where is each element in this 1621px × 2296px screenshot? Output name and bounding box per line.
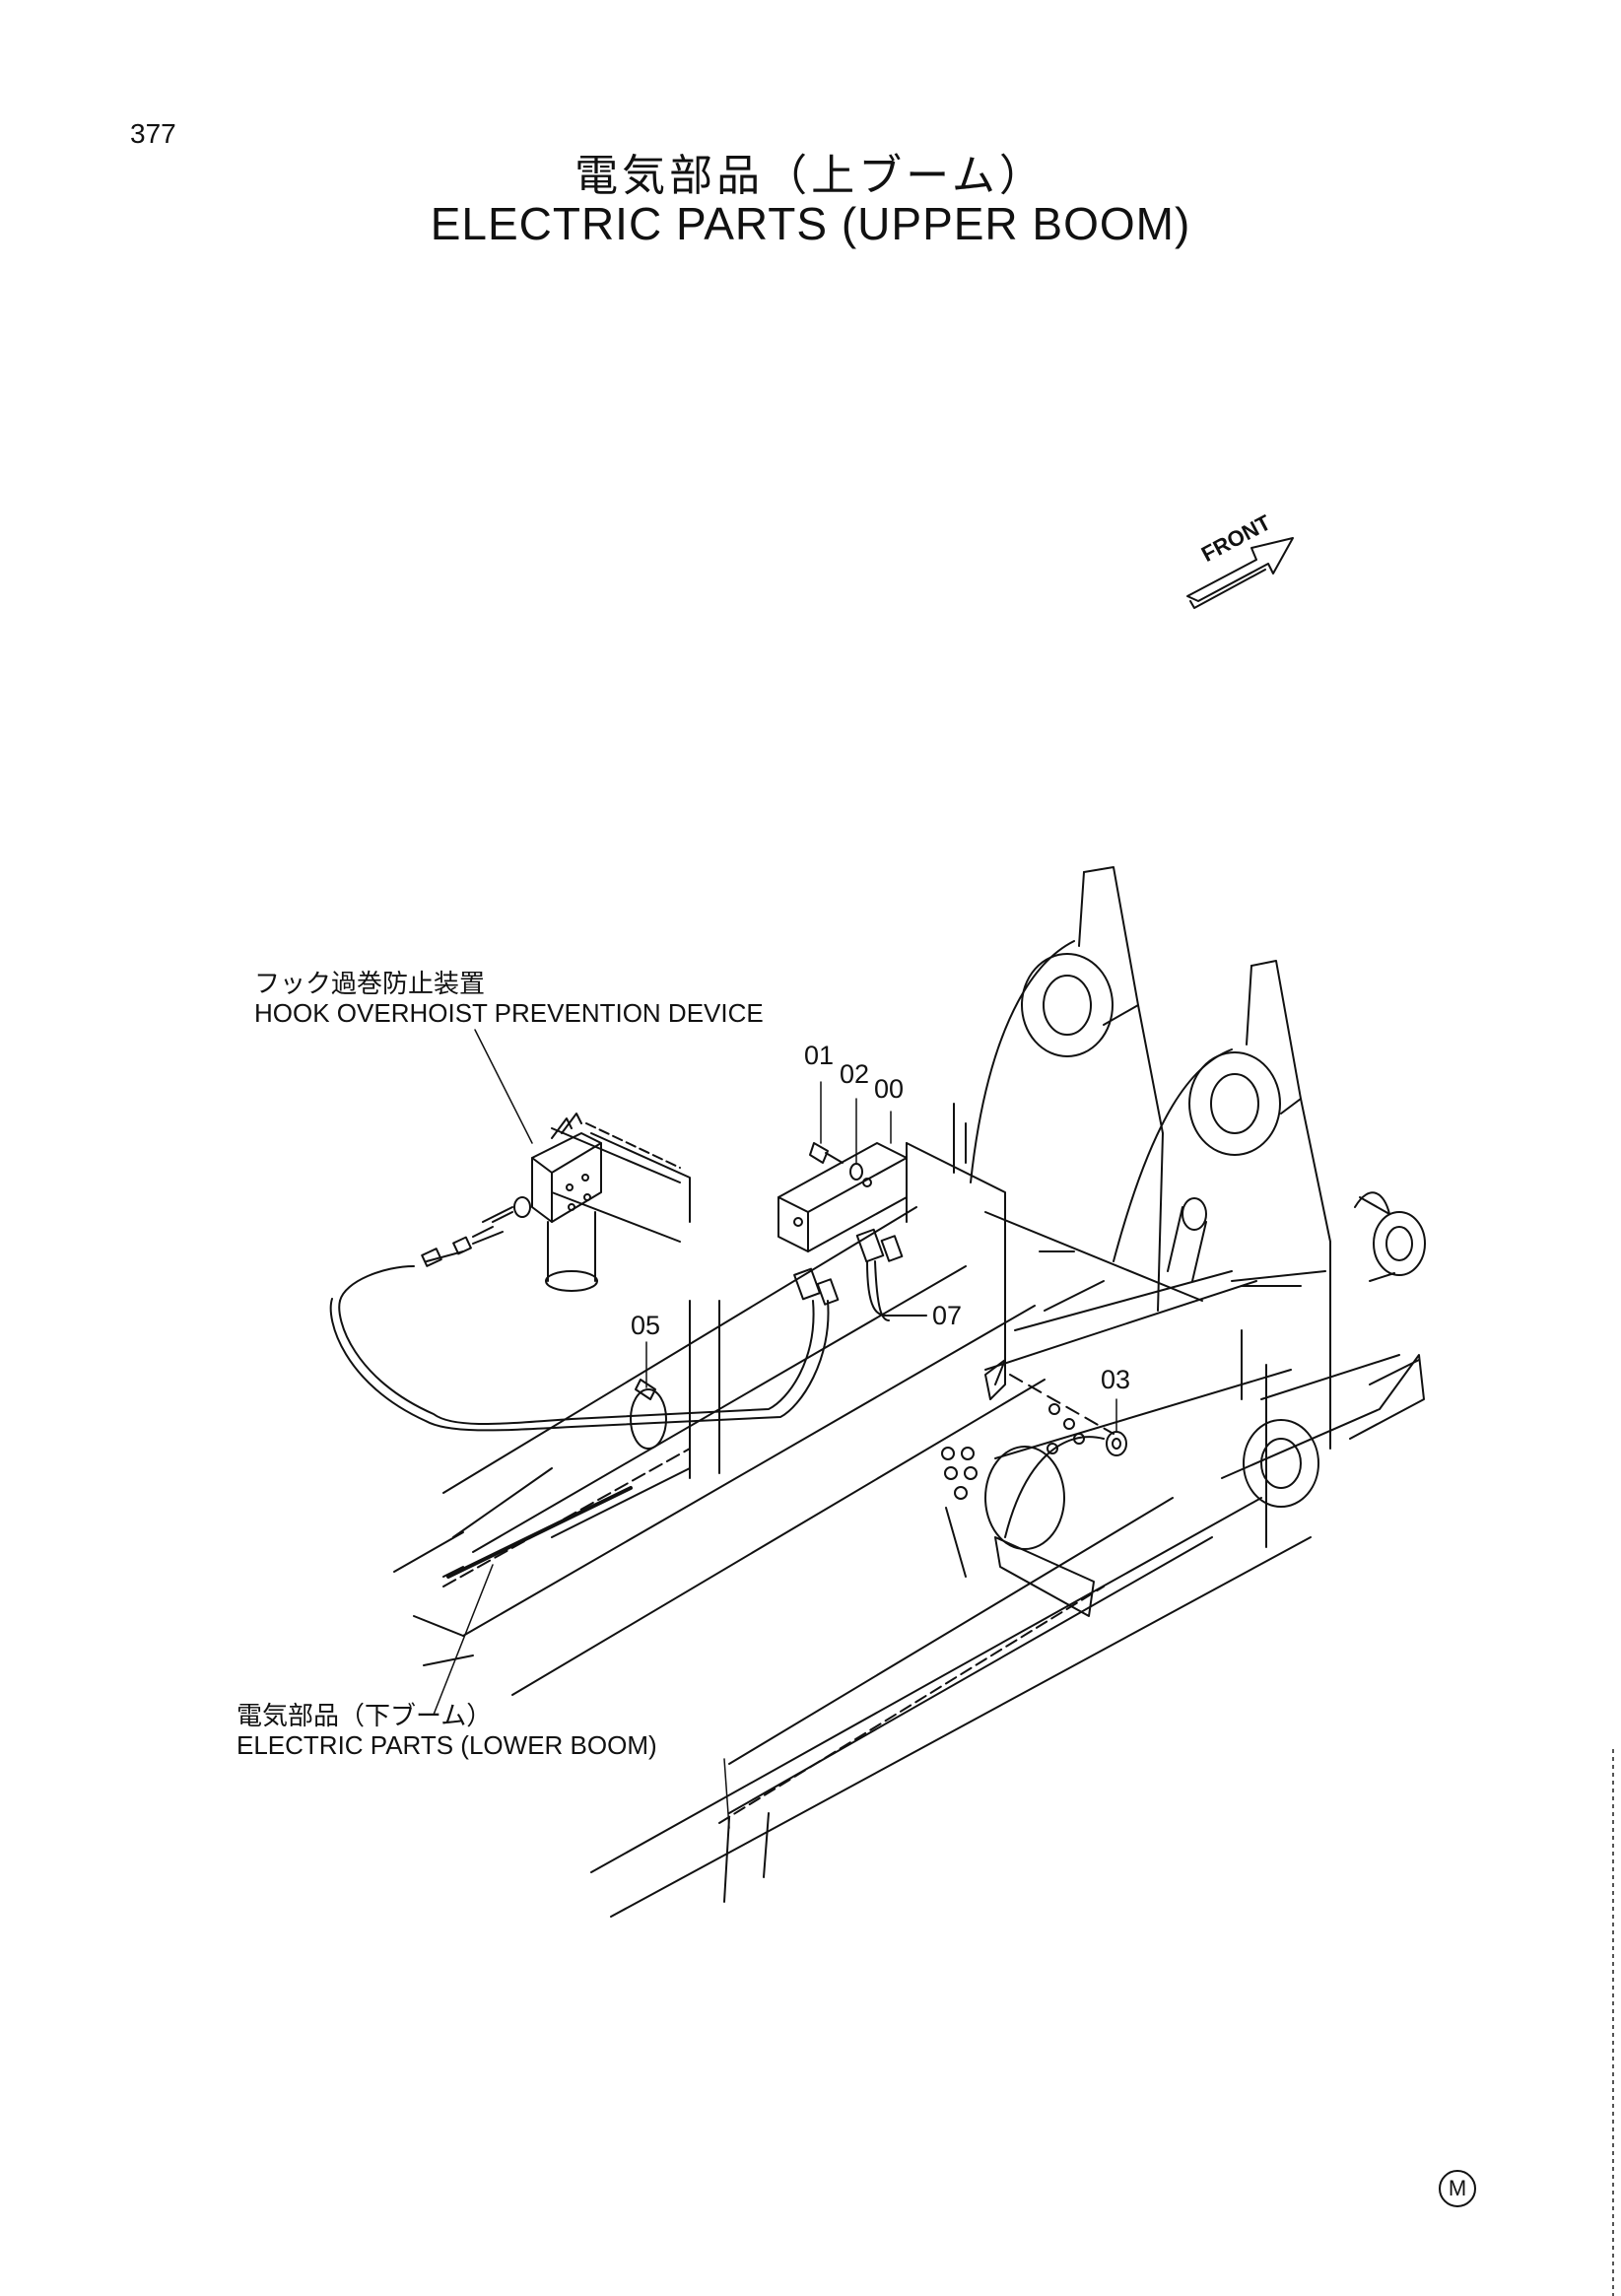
corner-mark: M xyxy=(1439,2170,1476,2207)
washer-part xyxy=(849,1163,863,1181)
front-arrow-icon xyxy=(1186,537,1294,609)
part-number-00: 00 xyxy=(874,1074,905,1104)
part-number-05: 05 xyxy=(631,1311,661,1340)
wire-harness xyxy=(329,1206,927,1432)
hook-overhoist-device xyxy=(472,1113,602,1292)
cable-clamp xyxy=(630,1379,667,1450)
bolt-part xyxy=(809,1142,844,1164)
part-number-03: 03 xyxy=(1101,1365,1131,1394)
nut-part xyxy=(1106,1431,1127,1456)
part-number-02: 02 xyxy=(840,1059,870,1089)
hook-device-callout: フック過巻防止装置 HOOK OVERHOIST PREVENTION DEVI… xyxy=(254,969,764,1028)
page-number: 377 xyxy=(130,118,176,149)
leader-lines xyxy=(433,1029,1117,1829)
page-edge-marks xyxy=(1612,1749,1614,2296)
lower-boom-callout: 電気部品（下ブーム） ELECTRIC PARTS (LOWER BOOM) xyxy=(236,1701,657,1760)
part-number-07: 07 xyxy=(932,1301,963,1330)
part-number-01: 01 xyxy=(804,1041,835,1070)
hook-device-label-jp: フック過巻防止装置 xyxy=(254,969,486,998)
hook-device-label-en: HOOK OVERHOIST PREVENTION DEVICE xyxy=(254,998,764,1028)
control-module xyxy=(777,1142,908,1252)
page-title-japanese: 電気部品（上ブーム） xyxy=(574,151,1047,201)
lower-boom-label-en: ELECTRIC PARTS (LOWER BOOM) xyxy=(236,1730,657,1760)
page-title-english: ELECTRIC PARTS (UPPER BOOM) xyxy=(430,198,1191,249)
lower-boom-frame xyxy=(393,1122,1312,1918)
upper-boom-frame xyxy=(906,866,1426,1617)
lower-boom-label-jp: 電気部品（下ブーム） xyxy=(236,1701,493,1730)
